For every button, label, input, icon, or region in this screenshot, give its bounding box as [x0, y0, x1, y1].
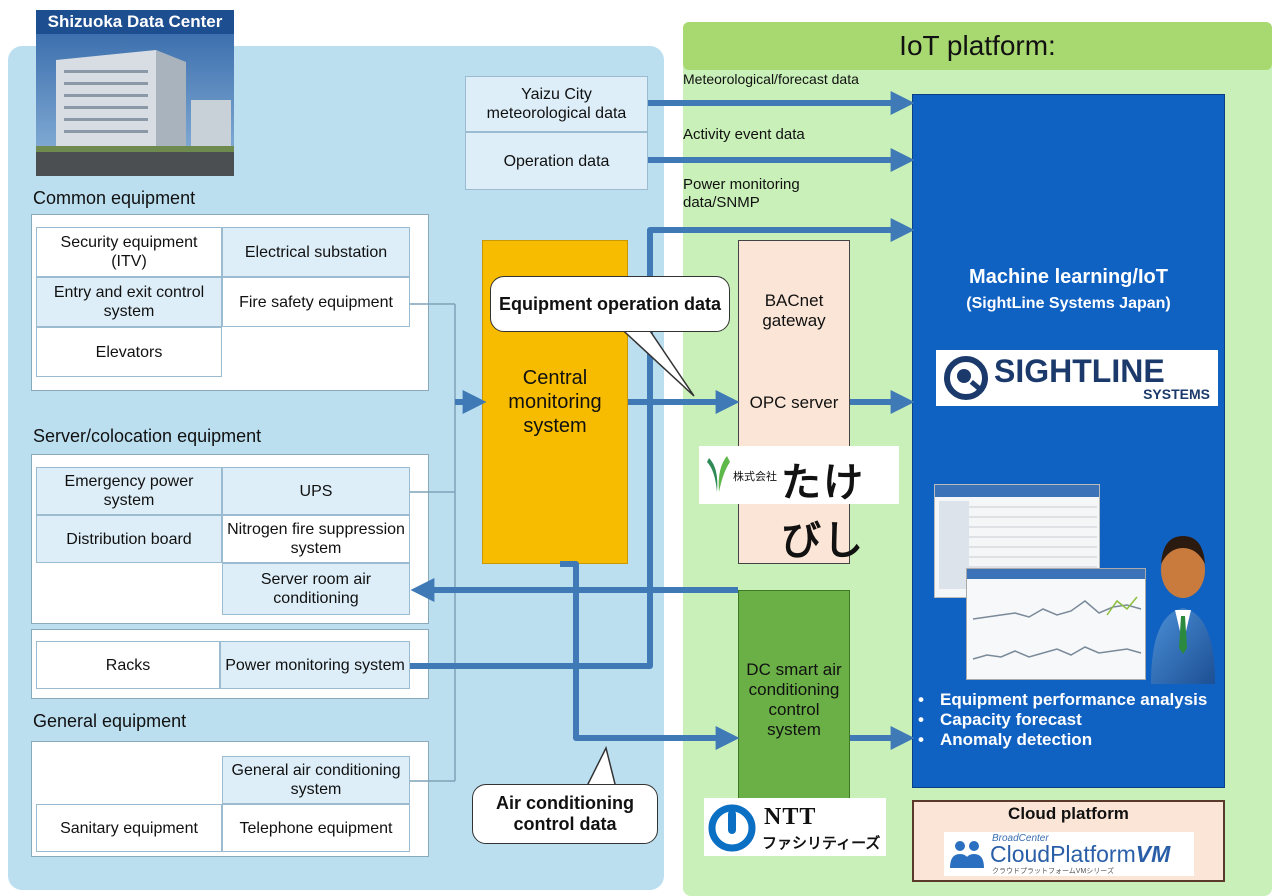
yaizu-meteorological-data: Yaizu City meteorological data	[465, 76, 648, 132]
data-center-badge: Shizuoka Data Center	[36, 10, 234, 34]
cloud-people-icon	[950, 841, 984, 868]
opc-server: OPC server	[749, 393, 839, 412]
takebishi-logo: 株式会社 たけびし	[699, 446, 899, 563]
power-monitoring-system: Power monitoring system	[220, 641, 410, 689]
telephone-equipment: Telephone equipment	[222, 804, 410, 852]
emergency-power-system: Emergency power system	[36, 467, 222, 515]
elevators: Elevators	[36, 327, 222, 377]
air-callout-tail	[584, 745, 617, 789]
general-air-conditioning: General air conditioning system	[222, 756, 410, 804]
entry-exit-control-system: Entry and exit control system	[36, 277, 222, 327]
nitrogen-fire-suppression: Nitrogen fire suppression system	[222, 515, 410, 563]
equipment-callout-tail	[612, 321, 695, 397]
sightline-logo-main: SIGHTLINE	[994, 353, 1165, 389]
sightline-logo-sub: SYSTEMS	[1143, 386, 1210, 402]
takebishi-leaf-icon	[707, 456, 730, 492]
common-equipment-title: Common equipment	[33, 188, 196, 208]
takebishi-name: たけびし	[781, 461, 865, 563]
person-icon	[1151, 536, 1215, 684]
electrical-substation: Electrical substation	[222, 227, 410, 277]
air-conditioning-control-callout: Air conditioning control data	[472, 784, 658, 844]
iot-platform-title: IoT platform:	[899, 30, 1056, 61]
dashboard-screenshot-front	[966, 568, 1146, 680]
ml-bullet-list: •Equipment performance analysis •Capacit…	[918, 690, 1218, 750]
cloud-logo-main-text: CloudPlatform	[990, 841, 1136, 867]
cloud-logo-sub: クラウドプラットフォームVMシリーズ	[992, 868, 1114, 875]
power-arrow-label: Power monitoring data/SNMP	[683, 176, 800, 211]
bacnet-gateway: BACnet gateway	[762, 291, 826, 330]
ml-bullet-anomaly: •Anomaly detection	[918, 730, 1093, 749]
sightline-logo: SIGHTLINE SYSTEMS	[936, 350, 1218, 406]
data-center-photo	[36, 10, 234, 176]
ml-bullet-capacity: •Capacity forecast	[918, 710, 1082, 729]
sightline-eye-icon	[944, 356, 988, 400]
server-room-air-conditioning: Server room air conditioning	[222, 563, 410, 615]
cloud-platform-title: Cloud platform	[1008, 804, 1129, 823]
ntt-name: NTT	[764, 804, 817, 830]
collector-lines	[410, 303, 456, 782]
cloud-platform-logo: BroadCenter CloudPlatformVM クラウドプラットフォーム…	[944, 832, 1194, 876]
cloud-logo-small: BroadCenter	[992, 833, 1049, 844]
central-monitoring-label: Central monitoring system	[508, 367, 602, 437]
iot-platform-header: IoT platform:	[683, 22, 1272, 70]
cloud-logo-main: CloudPlatformVM	[990, 841, 1170, 868]
ntt-loop-icon	[708, 804, 756, 852]
takebishi-prefix: 株式会社	[733, 471, 777, 483]
ml-subtitle: (SightLine Systems Japan)	[966, 295, 1171, 312]
ml-bullet-performance: •Equipment performance analysis	[918, 690, 1208, 709]
data-center-title: Shizuoka Data Center	[47, 12, 223, 31]
ups: UPS	[222, 467, 410, 515]
ml-title: Machine learning/IoT	[969, 265, 1168, 288]
arrow-air-control-data	[560, 561, 740, 750]
racks: Racks	[36, 641, 220, 689]
ntt-sub: ファシリティーズ	[762, 835, 881, 852]
distribution-board: Distribution board	[36, 515, 222, 563]
security-equipment: Security equipment (ITV)	[36, 227, 222, 277]
operation-data: Operation data	[465, 132, 648, 190]
activity-arrow-label: Activity event data	[683, 126, 805, 143]
general-equipment-title: General equipment	[33, 711, 187, 731]
dc-smart-label: DC smart air conditioning control system	[746, 660, 842, 739]
fire-safety-equipment: Fire safety equipment	[222, 277, 410, 327]
meteorological-arrow-label: Meteorological/forecast data	[683, 71, 859, 87]
arrow-power-monitoring	[410, 218, 915, 669]
sanitary-equipment: Sanitary equipment	[36, 804, 222, 852]
server-equipment-title: Server/colocation equipment	[33, 426, 262, 446]
cloud-logo-vm: VM	[1135, 841, 1171, 867]
equipment-operation-callout: Equipment operation data	[490, 276, 730, 332]
ntt-logo: NTT ファシリティーズ	[704, 798, 886, 856]
bacnet-opc-box	[738, 240, 850, 564]
dc-smart-air-conditioning: DC smart air conditioning control system	[738, 590, 850, 810]
